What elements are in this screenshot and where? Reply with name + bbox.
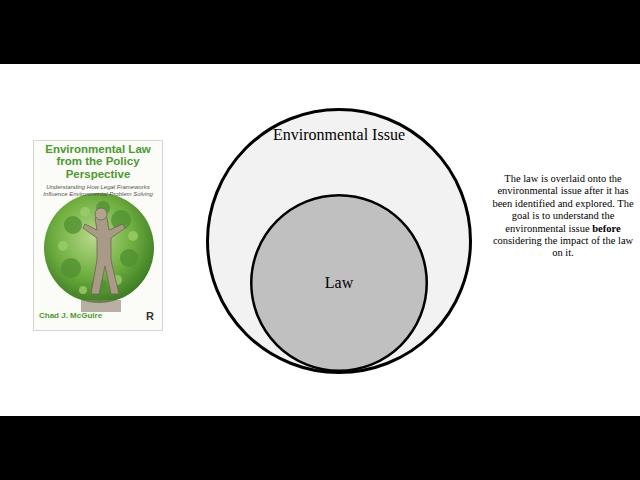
note-text: considering the impact of the law on it. (493, 235, 633, 258)
book-subtitle: Understanding How Legal Frameworks Influ… (40, 184, 156, 198)
publisher-logo: R (143, 310, 157, 322)
issue-circle: Environmental IssueLaw (206, 108, 472, 374)
note-emphasis: before (592, 223, 620, 234)
circle-outline (208, 110, 471, 373)
letterbox-bar (0, 416, 640, 480)
book-title: Environmental Law from the Policy Perspe… (36, 143, 160, 180)
node-label: Environmental Issue (264, 126, 414, 144)
node-label: Law (274, 274, 404, 292)
law-circle: Law (250, 194, 428, 372)
letterbox-bar (0, 0, 640, 64)
note-paragraph: The law is overlaid onto the environment… (490, 173, 636, 260)
book-author: Chad J. McGuire (39, 312, 139, 321)
circle-outline (251, 195, 427, 371)
